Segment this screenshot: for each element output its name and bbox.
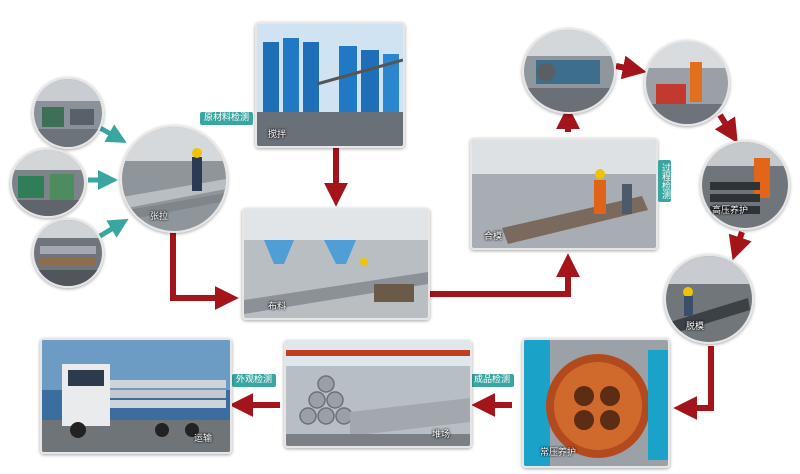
distribution-hall-icon	[244, 210, 428, 318]
arrow-centrifugal-to-steam	[615, 55, 647, 80]
truck-transport-icon	[42, 340, 230, 452]
step-mixing-photo	[255, 22, 405, 148]
check-appearance-tag: 外观检测	[232, 374, 277, 387]
check-raw-material-tag: 原材料检测	[200, 112, 254, 125]
step-mixing-label: 搅拌	[268, 130, 287, 140]
step-hp-curing-photo	[700, 140, 790, 230]
input-photo-1	[32, 77, 104, 149]
pile-stack-icon	[702, 142, 788, 228]
input-arrow-3	[98, 218, 129, 239]
factory-scene-icon	[34, 220, 102, 286]
check-process-tag: 过程检测	[658, 160, 671, 202]
step-tension-label: 张拉	[150, 212, 169, 222]
autoclave-kettle-icon	[524, 340, 668, 466]
demold-scene-icon	[666, 256, 752, 342]
mixing-silos-icon	[257, 24, 403, 146]
centrifuge-machine-icon	[524, 30, 614, 112]
step-distribute-photo	[242, 208, 430, 320]
step-autoclave-photo	[522, 338, 670, 468]
arrow-demold-to-autoclave	[673, 346, 714, 420]
step-steam-photo	[644, 40, 730, 126]
step-demold-photo	[664, 254, 754, 344]
arrow-hp-to-demold	[728, 231, 752, 261]
step-distribute-label: 布料	[268, 302, 287, 312]
step-steam-curing-label: 常压养护	[540, 448, 577, 458]
arrow-distribute-to-closing	[430, 253, 580, 297]
step-closing-photo	[470, 138, 658, 250]
step-hp-curing-label: 高压养护	[712, 206, 749, 216]
step-transport-photo	[40, 338, 232, 454]
mold-closing-scene-icon	[472, 140, 656, 248]
check-finished-tag: 成品检测	[470, 374, 515, 387]
step-closing-label: 合模	[484, 232, 503, 242]
factory-scene-icon	[34, 79, 102, 147]
step-storage-photo	[284, 340, 472, 448]
step-centrifugal-photo	[522, 28, 616, 114]
input-photo-3	[32, 218, 104, 288]
arrow-tension-to-distribute	[170, 232, 239, 310]
factory-scene-icon	[12, 150, 84, 216]
curing-pit-icon	[646, 42, 728, 124]
pile-yard-icon	[286, 342, 470, 446]
step-tension-photo	[120, 125, 228, 233]
input-photo-2	[10, 148, 86, 218]
step-demold-label: 脱模	[686, 322, 705, 332]
input-arrow-1	[98, 124, 127, 143]
step-storage-label: 堆场	[432, 430, 451, 440]
rebar-cage-scene-icon	[122, 127, 226, 231]
step-transport-label: 运输	[194, 434, 213, 444]
